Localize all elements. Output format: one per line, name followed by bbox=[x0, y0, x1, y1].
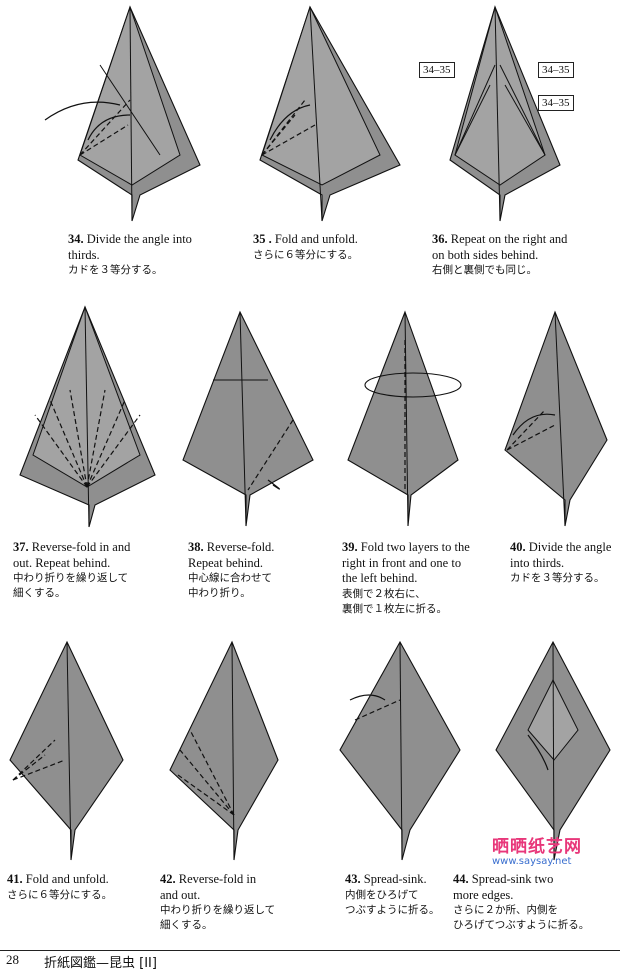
step-text: Fold two layers to the right in front an… bbox=[342, 540, 470, 585]
step-number: 34. bbox=[68, 232, 84, 246]
cross-reference-tag: 34–35 bbox=[538, 62, 574, 78]
watermark-brand: 晒晒纸艺网 bbox=[492, 837, 582, 857]
step-text-ja: カドを３等分する。 bbox=[68, 263, 228, 278]
step-number: 36. bbox=[432, 232, 448, 246]
watermark-url: www.saysay.net bbox=[492, 856, 582, 867]
step-text-ja: 中わり折りを繰り返して 細くする。 bbox=[13, 571, 163, 601]
step-text: Divide the angle into thirds. bbox=[510, 540, 611, 570]
step-number: 44. bbox=[453, 872, 469, 886]
step-number: 43. bbox=[345, 872, 361, 886]
step-35-diagram bbox=[250, 5, 430, 225]
step-text-ja: さらに６等分にする。 bbox=[253, 248, 403, 263]
site-watermark: 晒晒纸艺网 www.saysay.net bbox=[492, 832, 582, 867]
step-text: Spread-sink two more edges. bbox=[453, 872, 553, 902]
cross-reference-tag: 34–35 bbox=[538, 95, 574, 111]
step-text: Repeat on the right and on both sides be… bbox=[432, 232, 567, 262]
step-number: 37. bbox=[13, 540, 29, 554]
step-43-diagram bbox=[330, 640, 470, 865]
step-44-caption: 44. Spread-sink two more edges. さらに２か所、内… bbox=[453, 872, 620, 933]
step-39-caption: 39. Fold two layers to the right in fron… bbox=[342, 540, 502, 617]
step-37-diagram bbox=[5, 305, 170, 530]
step-number: 41. bbox=[7, 872, 23, 886]
step-34-caption: 34. Divide the angle into thirds. カドを３等分… bbox=[68, 232, 228, 278]
step-40-diagram bbox=[495, 310, 615, 530]
step-43-caption: 43. Spread-sink. 内側をひろげて つぶすように折る。 bbox=[345, 872, 465, 918]
step-36-diagram bbox=[435, 5, 585, 225]
step-text-ja: 内側をひろげて つぶすように折る。 bbox=[345, 888, 465, 918]
step-number: 38. bbox=[188, 540, 204, 554]
step-37-caption: 37. Reverse-fold in and out. Repeat behi… bbox=[13, 540, 163, 601]
step-38-caption: 38. Reverse-fold. Repeat behind. 中心線に合わせ… bbox=[188, 540, 338, 601]
step-text: Divide the angle into thirds. bbox=[68, 232, 192, 262]
step-text-ja: 中わり折りを繰り返して 細くする。 bbox=[160, 903, 320, 933]
step-text-ja: さらに２か所、内側を ひろげてつぶすように折る。 bbox=[453, 903, 620, 933]
book-title: 折紙図鑑—昆虫 [II] bbox=[44, 952, 157, 971]
step-text: Fold and unfold. bbox=[275, 232, 358, 246]
page-footer: 28 折紙図鑑—昆虫 [II] bbox=[0, 938, 620, 975]
page-number: 28 bbox=[6, 952, 19, 968]
step-text-ja: 中心線に合わせて 中わり折り。 bbox=[188, 571, 338, 601]
step-text-ja: カドを３等分する。 bbox=[510, 571, 620, 586]
step-35-caption: 35 . Fold and unfold. さらに６等分にする。 bbox=[253, 232, 403, 263]
step-34-diagram bbox=[40, 5, 220, 225]
cross-reference-tag: 34–35 bbox=[419, 62, 455, 78]
step-text: Spread-sink. bbox=[364, 872, 427, 886]
step-38-diagram bbox=[178, 310, 338, 530]
step-40-caption: 40. Divide the angle into thirds. カドを３等分… bbox=[510, 540, 620, 586]
step-number: 39. bbox=[342, 540, 358, 554]
step-text-ja: さらに６等分にする。 bbox=[7, 888, 157, 903]
step-text: Reverse-fold in and out. Repeat behind. bbox=[13, 540, 130, 570]
step-41-caption: 41. Fold and unfold. さらに６等分にする。 bbox=[7, 872, 157, 903]
step-text-ja: 右側と裏側でも同じ。 bbox=[432, 263, 602, 278]
step-number: 40. bbox=[510, 540, 526, 554]
step-number: 42. bbox=[160, 872, 176, 886]
step-number: 35 . bbox=[253, 232, 272, 246]
step-42-caption: 42. Reverse-fold in and out. 中わり折りを繰り返して… bbox=[160, 872, 320, 933]
step-41-diagram bbox=[5, 640, 130, 865]
step-text: Fold and unfold. bbox=[26, 872, 109, 886]
step-36-caption: 36. Repeat on the right and on both side… bbox=[432, 232, 602, 278]
step-text-ja: 表側で２枚右に、 裏側で１枚左に折る。 bbox=[342, 587, 502, 617]
footer-rule bbox=[0, 950, 620, 951]
step-39-diagram bbox=[343, 310, 483, 530]
step-42-diagram bbox=[150, 640, 285, 865]
